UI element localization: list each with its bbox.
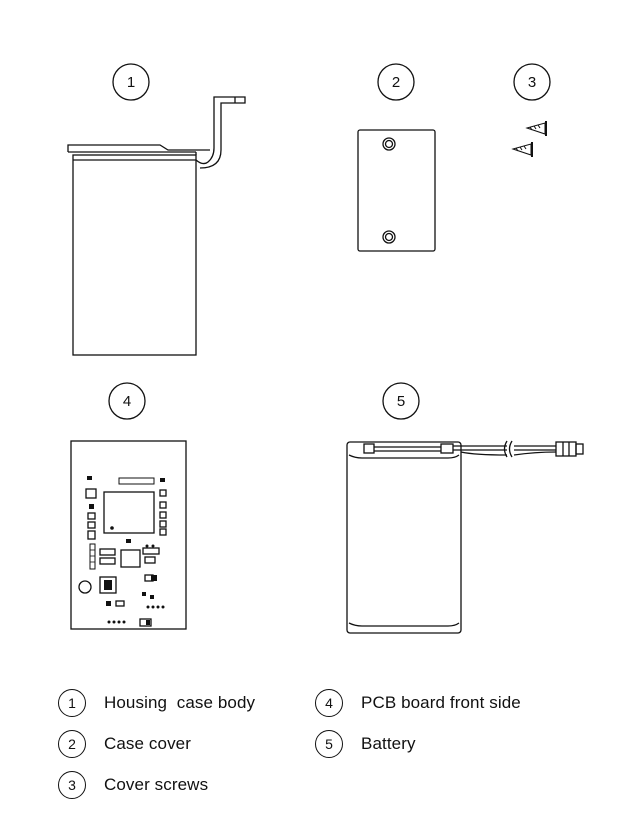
legend-item-1: 1 Housing case body xyxy=(58,686,255,720)
legend-label: Cover screws xyxy=(104,775,209,794)
legend-item-3: 3 Cover screws xyxy=(58,768,208,802)
legend-number: 5 xyxy=(315,730,343,758)
svg-text:1: 1 xyxy=(127,74,135,91)
svg-text:4: 4 xyxy=(123,393,131,410)
legend-label: Case cover xyxy=(104,734,191,753)
callout-2: 2 xyxy=(377,63,415,101)
legend-item-4: 4 PCB board front side xyxy=(315,686,521,720)
legend-number: 1 xyxy=(58,689,86,717)
callout-4: 4 xyxy=(108,382,146,420)
callout-1: 1 xyxy=(112,63,150,101)
legend-number: 4 xyxy=(315,689,343,717)
legend-label: Battery xyxy=(361,734,416,753)
legend-label: PCB board front side xyxy=(361,693,521,712)
svg-text:3: 3 xyxy=(528,74,536,91)
legend-item-5: 5 Battery xyxy=(315,727,416,761)
svg-text:2: 2 xyxy=(392,74,400,91)
pcb-board xyxy=(70,440,187,630)
legend-number: 3 xyxy=(58,771,86,799)
callout-3: 3 xyxy=(513,63,551,101)
cover-screws xyxy=(511,121,547,157)
legend-number: 2 xyxy=(58,730,86,758)
case-cover xyxy=(357,129,436,252)
battery xyxy=(346,440,584,634)
legend-label: Housing case body xyxy=(104,693,256,712)
svg-text:5: 5 xyxy=(397,393,405,410)
callout-5: 5 xyxy=(382,382,420,420)
legend-item-2: 2 Case cover xyxy=(58,727,191,761)
housing-case-body xyxy=(67,96,246,356)
